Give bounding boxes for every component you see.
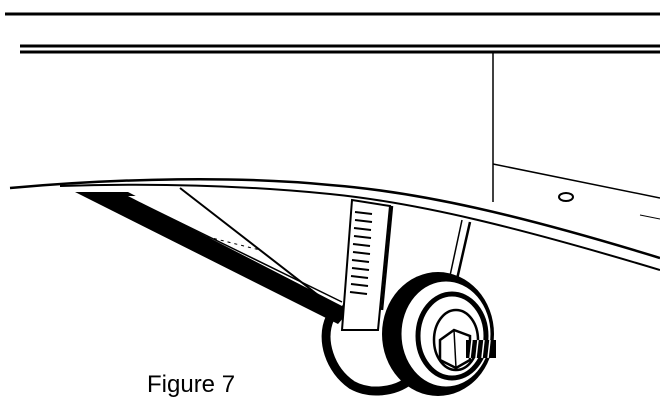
deck-edge [9, 178, 660, 271]
pulley-wheel [382, 272, 494, 396]
housing-panel [492, 52, 660, 220]
idler-arm [179, 187, 319, 296]
belt-loop [321, 316, 413, 396]
axle-nut-bolt [438, 328, 496, 370]
mounting-hole [558, 192, 574, 202]
drive-belt [75, 192, 352, 324]
figure-caption: Figure 7 [147, 371, 236, 398]
frame-rail [20, 44, 660, 54]
